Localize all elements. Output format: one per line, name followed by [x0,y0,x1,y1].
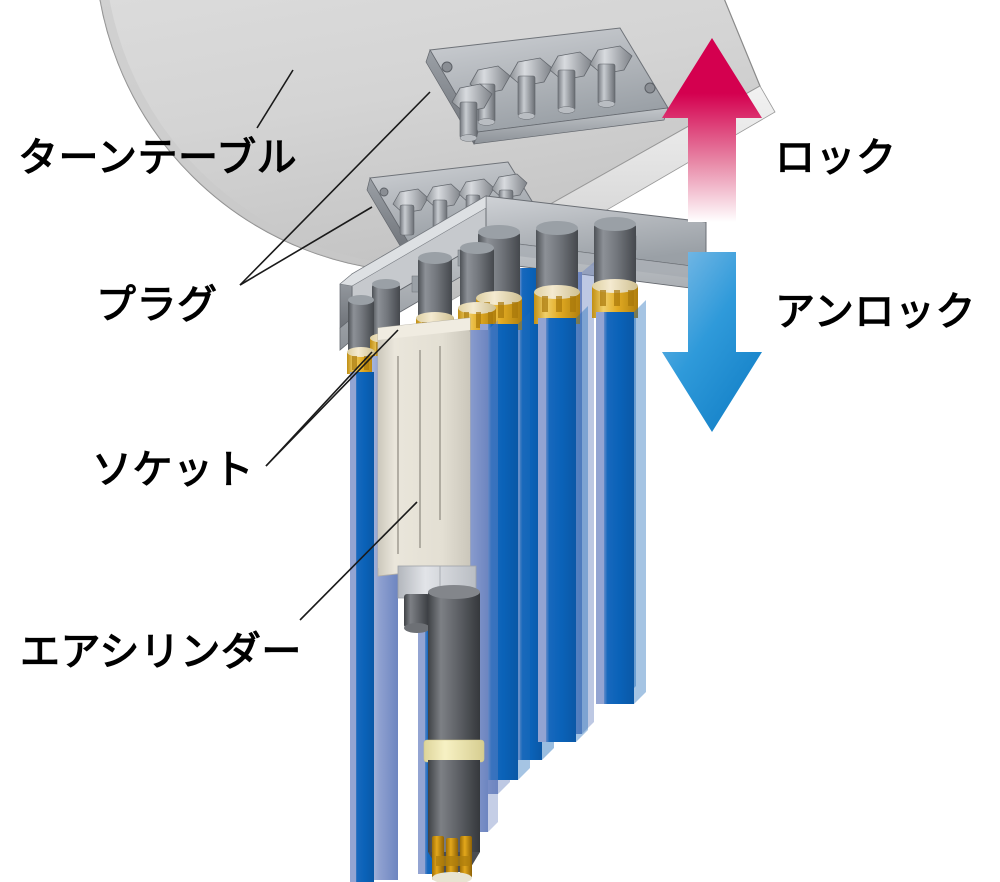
label-socket: ソケット [92,447,254,493]
leader-turntable [256,69,294,129]
socket-barrels [348,217,636,354]
leader-cylinder [299,501,418,621]
leader-socket-2 [265,351,373,467]
label-unlock: アンロック [775,289,976,335]
label-plug: プラグ [96,282,218,328]
gripper-fingers [432,836,472,882]
lock-arrow [662,38,762,222]
plug-assembly-upper [425,27,669,145]
plug-pins-upper [451,45,633,142]
leader-plug-upper [239,91,431,286]
air-cylinder [377,317,485,882]
unlock-arrow [662,252,762,432]
leader-lines [239,69,431,621]
label-air-cylinder: エアシリンダー [20,629,302,675]
label-lock: ロック [775,135,897,181]
label-turntable: ターンテーブル [18,135,298,181]
leader-plug-lower [239,206,373,286]
